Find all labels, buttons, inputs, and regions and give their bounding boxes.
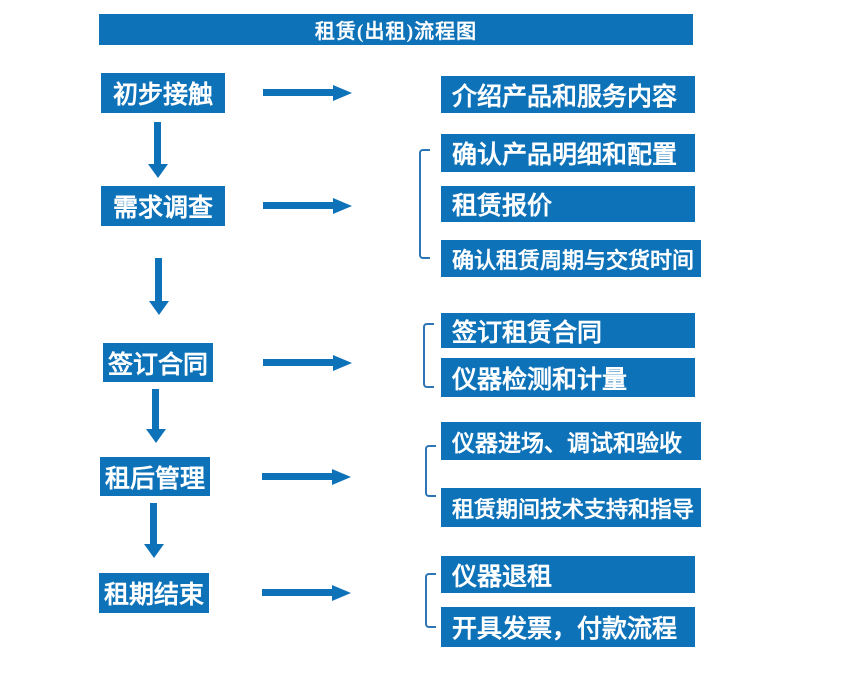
right-arrow-2 [263, 202, 333, 209]
down-arrow-4 [150, 503, 157, 544]
step-box-rental-end: 租期结束 [99, 573, 209, 613]
output-box-rental-quote: 租赁报价 [441, 186, 695, 222]
output-box-introduce-products: 介绍产品和服务内容 [441, 76, 695, 113]
step-box-sign-contract: 签订合同 [103, 343, 213, 382]
group-bracket-rental-end [425, 573, 436, 628]
output-box-instrument-testing: 仪器检测和计量 [441, 358, 695, 397]
right-arrow-1 [263, 89, 333, 96]
step-box-demand-survey: 需求调查 [101, 186, 225, 226]
down-arrow-2 [155, 258, 162, 301]
chart-title: 租赁(出租)流程图 [99, 14, 693, 45]
output-box-instrument-return: 仪器退租 [441, 556, 695, 593]
output-box-invoice-payment: 开具发票，付款流程 [441, 607, 695, 647]
output-box-instrument-installation: 仪器进场、调试和验收 [441, 422, 701, 460]
group-bracket-post-rental [425, 445, 436, 497]
step-box-initial-contact: 初步接触 [101, 73, 225, 113]
down-arrow-3 [152, 389, 159, 429]
output-box-technical-support: 租赁期间技术支持和指导 [441, 488, 701, 527]
output-box-sign-rental-contract: 签订租赁合同 [441, 313, 695, 348]
group-bracket-demand-survey [419, 149, 430, 259]
down-arrow-1 [154, 122, 161, 164]
step-box-post-rental-management: 租后管理 [100, 457, 210, 496]
output-box-confirm-rental-period: 确认租赁周期与交货时间 [441, 240, 701, 277]
right-arrow-5 [262, 589, 332, 596]
right-arrow-4 [262, 473, 332, 480]
output-box-confirm-product-details: 确认产品明细和配置 [441, 134, 695, 172]
group-bracket-sign-contract [423, 323, 434, 388]
right-arrow-3 [263, 359, 333, 366]
